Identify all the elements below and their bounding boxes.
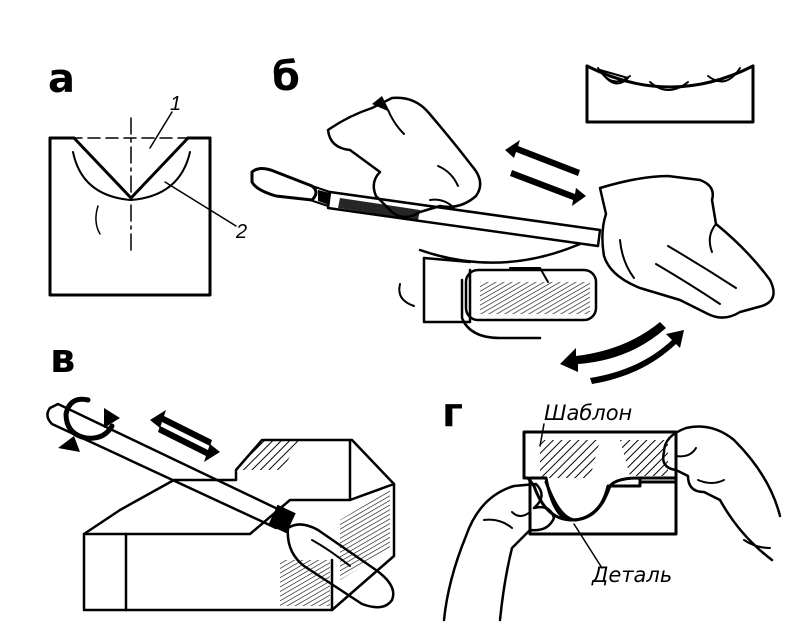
panel-v-letter: в bbox=[50, 336, 75, 382]
callout-2: 2 bbox=[235, 221, 247, 243]
panel-b: б bbox=[250, 54, 775, 384]
left-hand bbox=[326, 96, 482, 219]
right-hand-holding-template bbox=[662, 425, 782, 562]
stepped-block bbox=[82, 438, 396, 612]
file-stroke-arrows bbox=[150, 410, 220, 462]
part-label: Деталь bbox=[591, 563, 672, 587]
file-rotation-arrow bbox=[58, 396, 120, 452]
file-blade bbox=[326, 190, 602, 248]
stroke-direction-arrows bbox=[505, 140, 586, 206]
part-plate bbox=[528, 476, 678, 569]
panel-g-letter: г bbox=[442, 390, 463, 436]
panel-g: г Шаблон Деталь bbox=[442, 390, 782, 622]
panel-a: а 1 2 bbox=[48, 56, 247, 297]
panel-v: в bbox=[46, 336, 396, 612]
inset-concave-block bbox=[585, 64, 755, 124]
v-groove-block bbox=[48, 111, 237, 297]
panel-a-letter: а bbox=[48, 56, 75, 102]
left-hand-holding-part bbox=[442, 482, 556, 622]
clamped-workpiece bbox=[398, 242, 598, 340]
panel-b-letter: б bbox=[272, 54, 300, 100]
callout-1: 1 bbox=[170, 93, 181, 115]
round-file-handle bbox=[286, 523, 395, 609]
template-label: Шаблон bbox=[544, 401, 632, 425]
right-hand bbox=[598, 174, 775, 319]
template-plate bbox=[522, 423, 678, 522]
rotation-arrows bbox=[560, 322, 684, 384]
file-handle bbox=[250, 167, 331, 207]
